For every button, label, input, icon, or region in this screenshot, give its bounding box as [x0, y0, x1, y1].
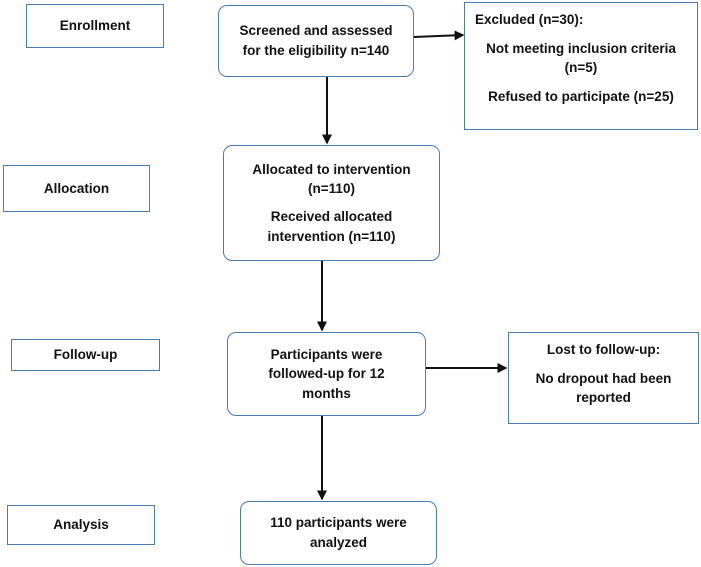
followup-text-line2: followed-up for 12	[268, 366, 385, 382]
lost-detail-line1: No dropout had been	[535, 370, 672, 386]
stage-analysis: Analysis	[7, 505, 155, 545]
stage-followup-label: Follow-up	[53, 347, 118, 363]
screened-box: Screened and assessed for the eligibilit…	[218, 5, 414, 77]
lost-box: Lost to follow-up: No dropout had been r…	[508, 332, 699, 424]
excluded-criteria-line1: Not meeting inclusion criteria	[486, 40, 676, 56]
analyzed-box: 110 participants were analyzed	[240, 501, 437, 565]
received-text-line1: Received allocated	[270, 209, 393, 224]
allocated-text-line1: Allocated to intervention	[252, 161, 411, 177]
allocated-text-line2: (n=110)	[308, 181, 355, 197]
stage-analysis-label: Analysis	[53, 517, 109, 533]
arrow-screened-to-excluded	[413, 30, 465, 41]
received-text-line2: intervention (n=110)	[267, 228, 396, 244]
excluded-box: Excluded (n=30): Not meeting inclusion c…	[464, 2, 698, 130]
lost-title: Lost to follow-up:	[546, 342, 661, 357]
lost-detail-line2: reported	[576, 390, 631, 406]
stage-allocation: Allocation	[3, 165, 150, 212]
stage-allocation-label: Allocation	[43, 180, 110, 196]
stage-enrollment: Enrollment	[26, 4, 164, 48]
excluded-criteria-line2: (n=5)	[564, 60, 598, 76]
allocated-box: Allocated to intervention (n=110) Receiv…	[223, 145, 440, 261]
excluded-refused: Refused to participate (n=25)	[488, 88, 674, 104]
screened-text-line1: Screened and assessed	[239, 23, 393, 39]
screened-text-line2: for the eligibility n=140	[242, 43, 390, 58]
stage-enrollment-label: Enrollment	[59, 18, 131, 34]
excluded-title: Excluded (n=30):	[475, 12, 584, 27]
followup-box: Participants were followed-up for 12 mon…	[227, 332, 426, 416]
analyzed-text-line1: 110 participants were	[270, 515, 407, 531]
followup-text-line1: Participants were	[270, 346, 383, 362]
analyzed-text-line2: analyzed	[309, 535, 368, 550]
followup-text-line3: months	[302, 385, 351, 401]
stage-followup: Follow-up	[11, 339, 160, 371]
